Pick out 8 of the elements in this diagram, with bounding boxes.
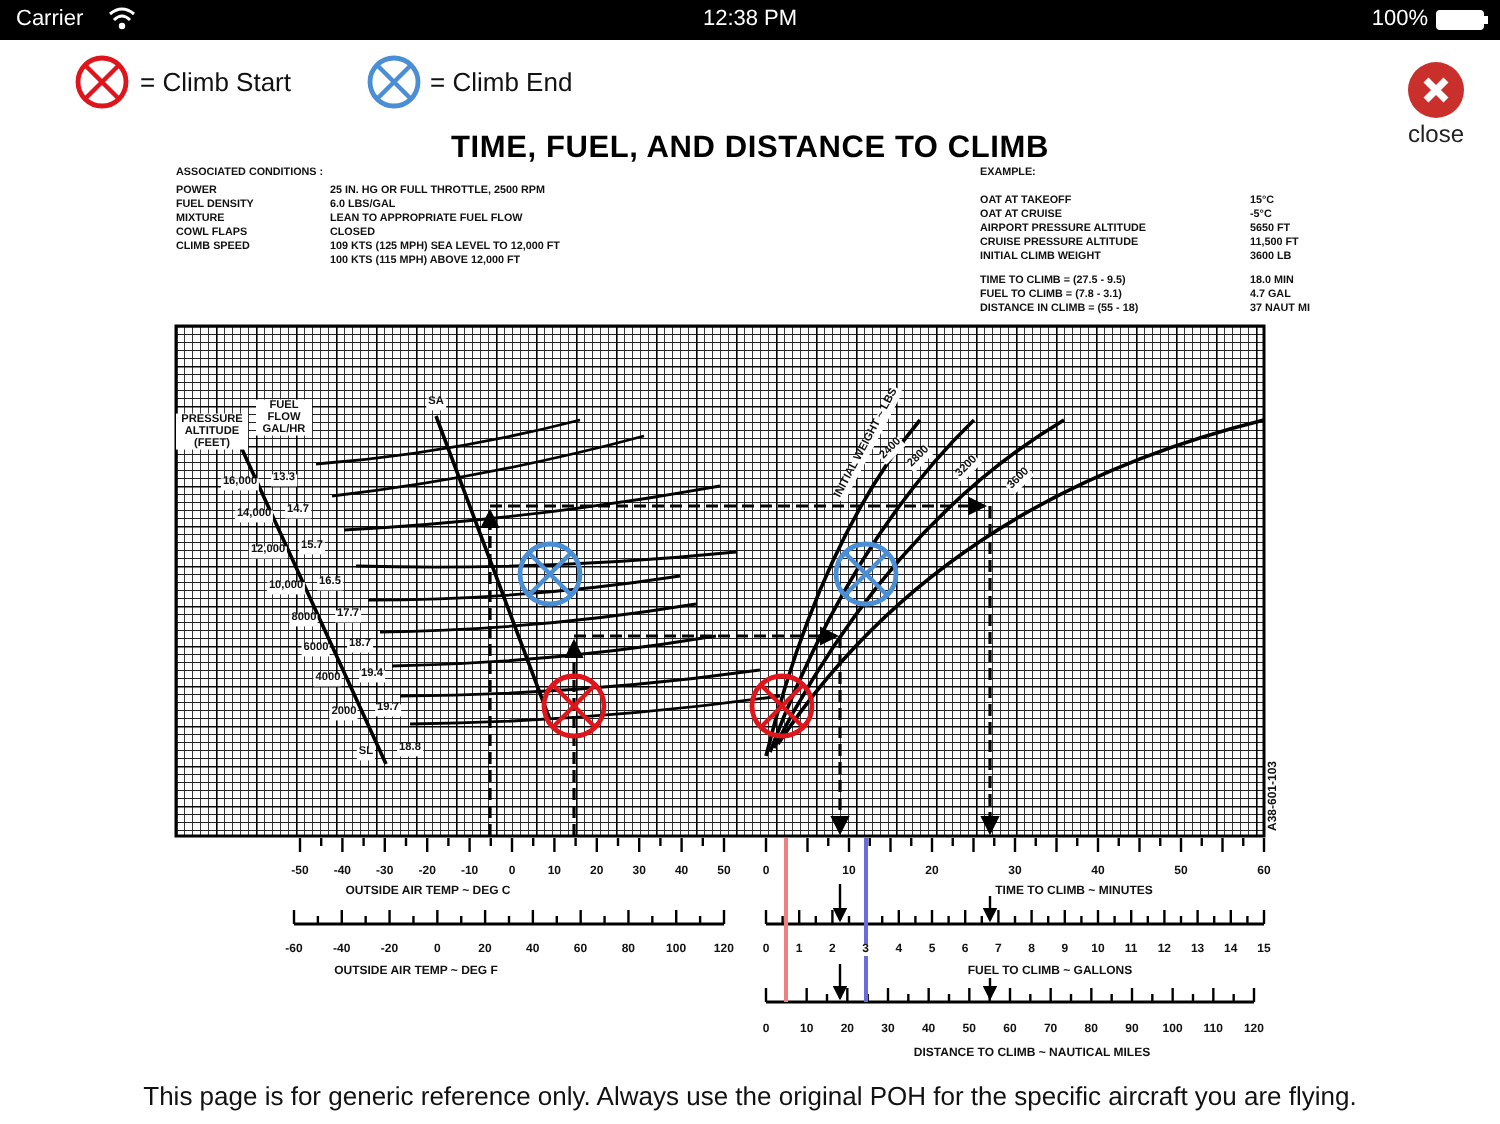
footer-note: This page is for generic reference only. Always use the original POH for the specific aircraft you are flying.	[143, 1083, 1357, 1109]
legend-text: = Climb End	[430, 69, 573, 95]
clock-text: 12:38 PM	[702, 9, 798, 31]
close-button: close	[1400, 58, 1472, 150]
battery-percentage: 100%	[1371, 9, 1428, 31]
legend-text: = Climb Start	[140, 69, 291, 95]
carrier-text: Carrier	[16, 9, 84, 31]
chart-title: TIME, FUEL, AND DISTANCE TO CLIMB	[451, 132, 1049, 164]
